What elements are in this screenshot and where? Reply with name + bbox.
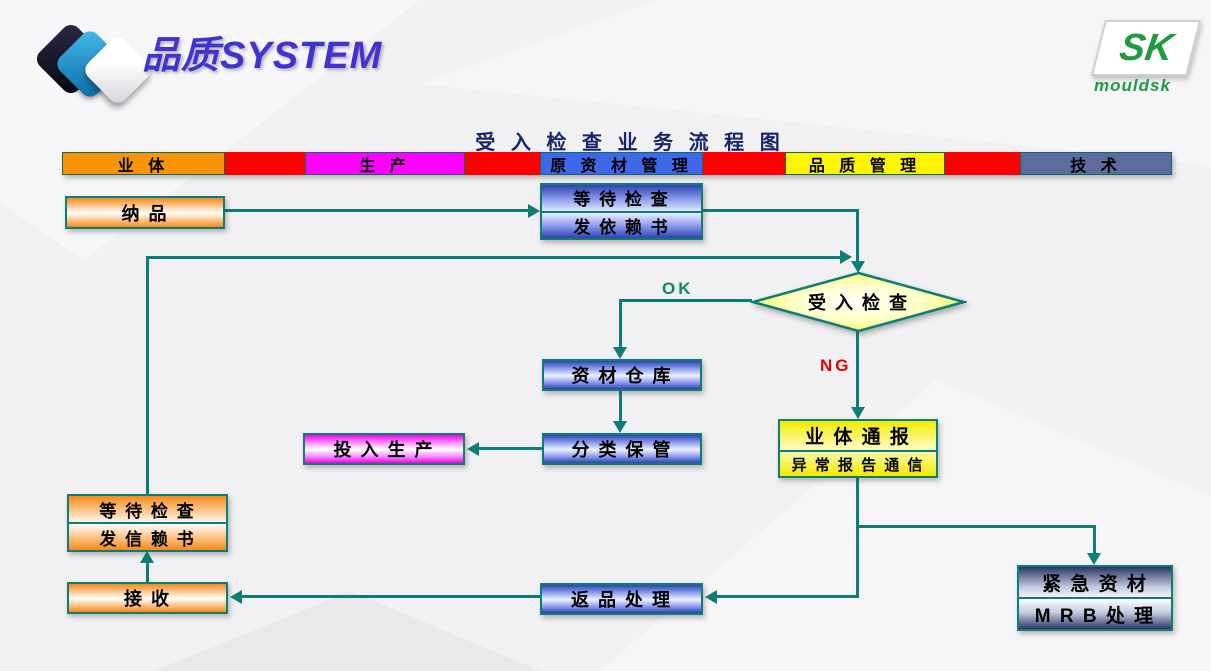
decision-label: 受 入 检 查 xyxy=(807,293,909,313)
node-wait-inspection-top-line1: 等 待 检 查 xyxy=(573,190,670,210)
node-supplier-notification-line2: 异 常 报 告 通 信 xyxy=(780,450,936,476)
node-into-production: 投 入 生 产 xyxy=(303,433,465,465)
lane-production: 生 产 xyxy=(305,152,465,175)
node-wait-inspection-top: 等 待 检 查 发 依 赖 书 xyxy=(540,183,703,240)
node-wait-inspection-top-line2: 发 依 赖 书 xyxy=(542,210,701,239)
connector-sorting-to-production xyxy=(479,447,542,450)
sk-logo-letters: SK xyxy=(1116,27,1176,69)
node-urgent-material-line2: M R B 处 理 xyxy=(1019,597,1171,629)
connector-ok-h xyxy=(621,299,752,302)
connector-waittop-to-decision-h xyxy=(703,209,859,212)
connector-delivery-to-waittop xyxy=(225,209,528,212)
label-ok: OK xyxy=(662,279,694,298)
connector-ng-v xyxy=(856,331,859,408)
node-delivery: 纳 品 xyxy=(65,196,225,229)
connector-warehouse-to-sorting xyxy=(619,391,622,422)
lane-material-management: 原 资 材 管 理 xyxy=(540,152,703,175)
sk-logo-box: SK xyxy=(1091,20,1201,76)
connector-waitbottom-to-decision-h xyxy=(146,256,840,259)
lane-quality-management: 品 质 管 理 xyxy=(785,152,945,175)
node-wait-inspection-bottom-line1: 等 待 检 查 xyxy=(99,501,196,521)
node-material-warehouse: 资 材 仓 库 xyxy=(542,359,702,391)
background-shape xyxy=(153,591,540,671)
connector-receive-to-waitbottom xyxy=(146,563,149,582)
connector-waitbottom-up-v xyxy=(146,256,149,494)
connector-branch-to-urgent-v xyxy=(1093,525,1096,554)
node-urgent-material-mrb: 紧 急 资 材 M R B 处 理 xyxy=(1017,565,1173,631)
page-title: 品质SYSTEM xyxy=(142,35,383,77)
arrowhead-into-waitbottom xyxy=(140,551,154,563)
lane-spacer-1 xyxy=(225,152,305,175)
lane-spacer-4 xyxy=(945,152,1020,175)
arrowhead-into-urgent xyxy=(1087,553,1101,565)
arrowhead-into-return xyxy=(705,590,717,604)
node-incoming-inspection-decision: 受 入 检 查 xyxy=(748,271,969,333)
sk-logo: SK mouldsk xyxy=(1088,16,1208,100)
lane-spacer-2 xyxy=(465,152,540,175)
connector-notify-down-v xyxy=(856,478,859,598)
node-receive: 接 收 xyxy=(67,582,228,614)
node-wait-inspection-bottom-line2: 发 信 赖 书 xyxy=(69,522,226,550)
node-sort-storage: 分 类 保 管 xyxy=(542,433,702,465)
swimlane-bar: 业 体 生 产 原 资 材 管 理 品 质 管 理 技 术 xyxy=(62,152,1172,175)
node-supplier-notification: 业 体 通 报 异 常 报 告 通 信 xyxy=(778,419,938,478)
connector-branch-to-urgent-h xyxy=(856,525,1096,528)
node-supplier-notification-line1: 业 体 通 报 xyxy=(805,427,911,449)
arrowhead-into-warehouse xyxy=(613,347,627,359)
lane-spacer-3 xyxy=(703,152,785,175)
arrowhead-into-notify xyxy=(851,407,865,419)
arrowhead-into-receive xyxy=(230,590,242,604)
arrowhead-into-decision-top xyxy=(851,261,865,273)
arrowhead-into-production xyxy=(467,442,479,456)
node-wait-inspection-bottom: 等 待 检 查 发 信 赖 书 xyxy=(67,494,228,552)
arrowhead-into-waittop xyxy=(528,204,540,218)
connector-notify-to-return-h xyxy=(717,595,859,598)
connector-ok-v xyxy=(619,299,622,348)
label-ng: NG xyxy=(820,356,852,375)
sk-logo-subtext: mouldsk xyxy=(1094,76,1171,95)
diagram-title: 受 入 检 查 业 务 流 程 图 xyxy=(475,132,785,154)
connector-return-to-receive xyxy=(242,595,540,598)
arrowhead-recheck-into-decision xyxy=(840,250,852,264)
lane-technology: 技 术 xyxy=(1020,152,1172,175)
decision-diamond-shape xyxy=(748,271,969,333)
lane-business: 业 体 xyxy=(62,152,225,175)
node-urgent-material-line1: 紧 急 资 材 xyxy=(1042,573,1148,595)
node-return-handling: 返 品 处 理 xyxy=(540,583,703,615)
connector-waittop-to-decision-v xyxy=(856,209,859,262)
arrowhead-into-sorting xyxy=(613,421,627,433)
